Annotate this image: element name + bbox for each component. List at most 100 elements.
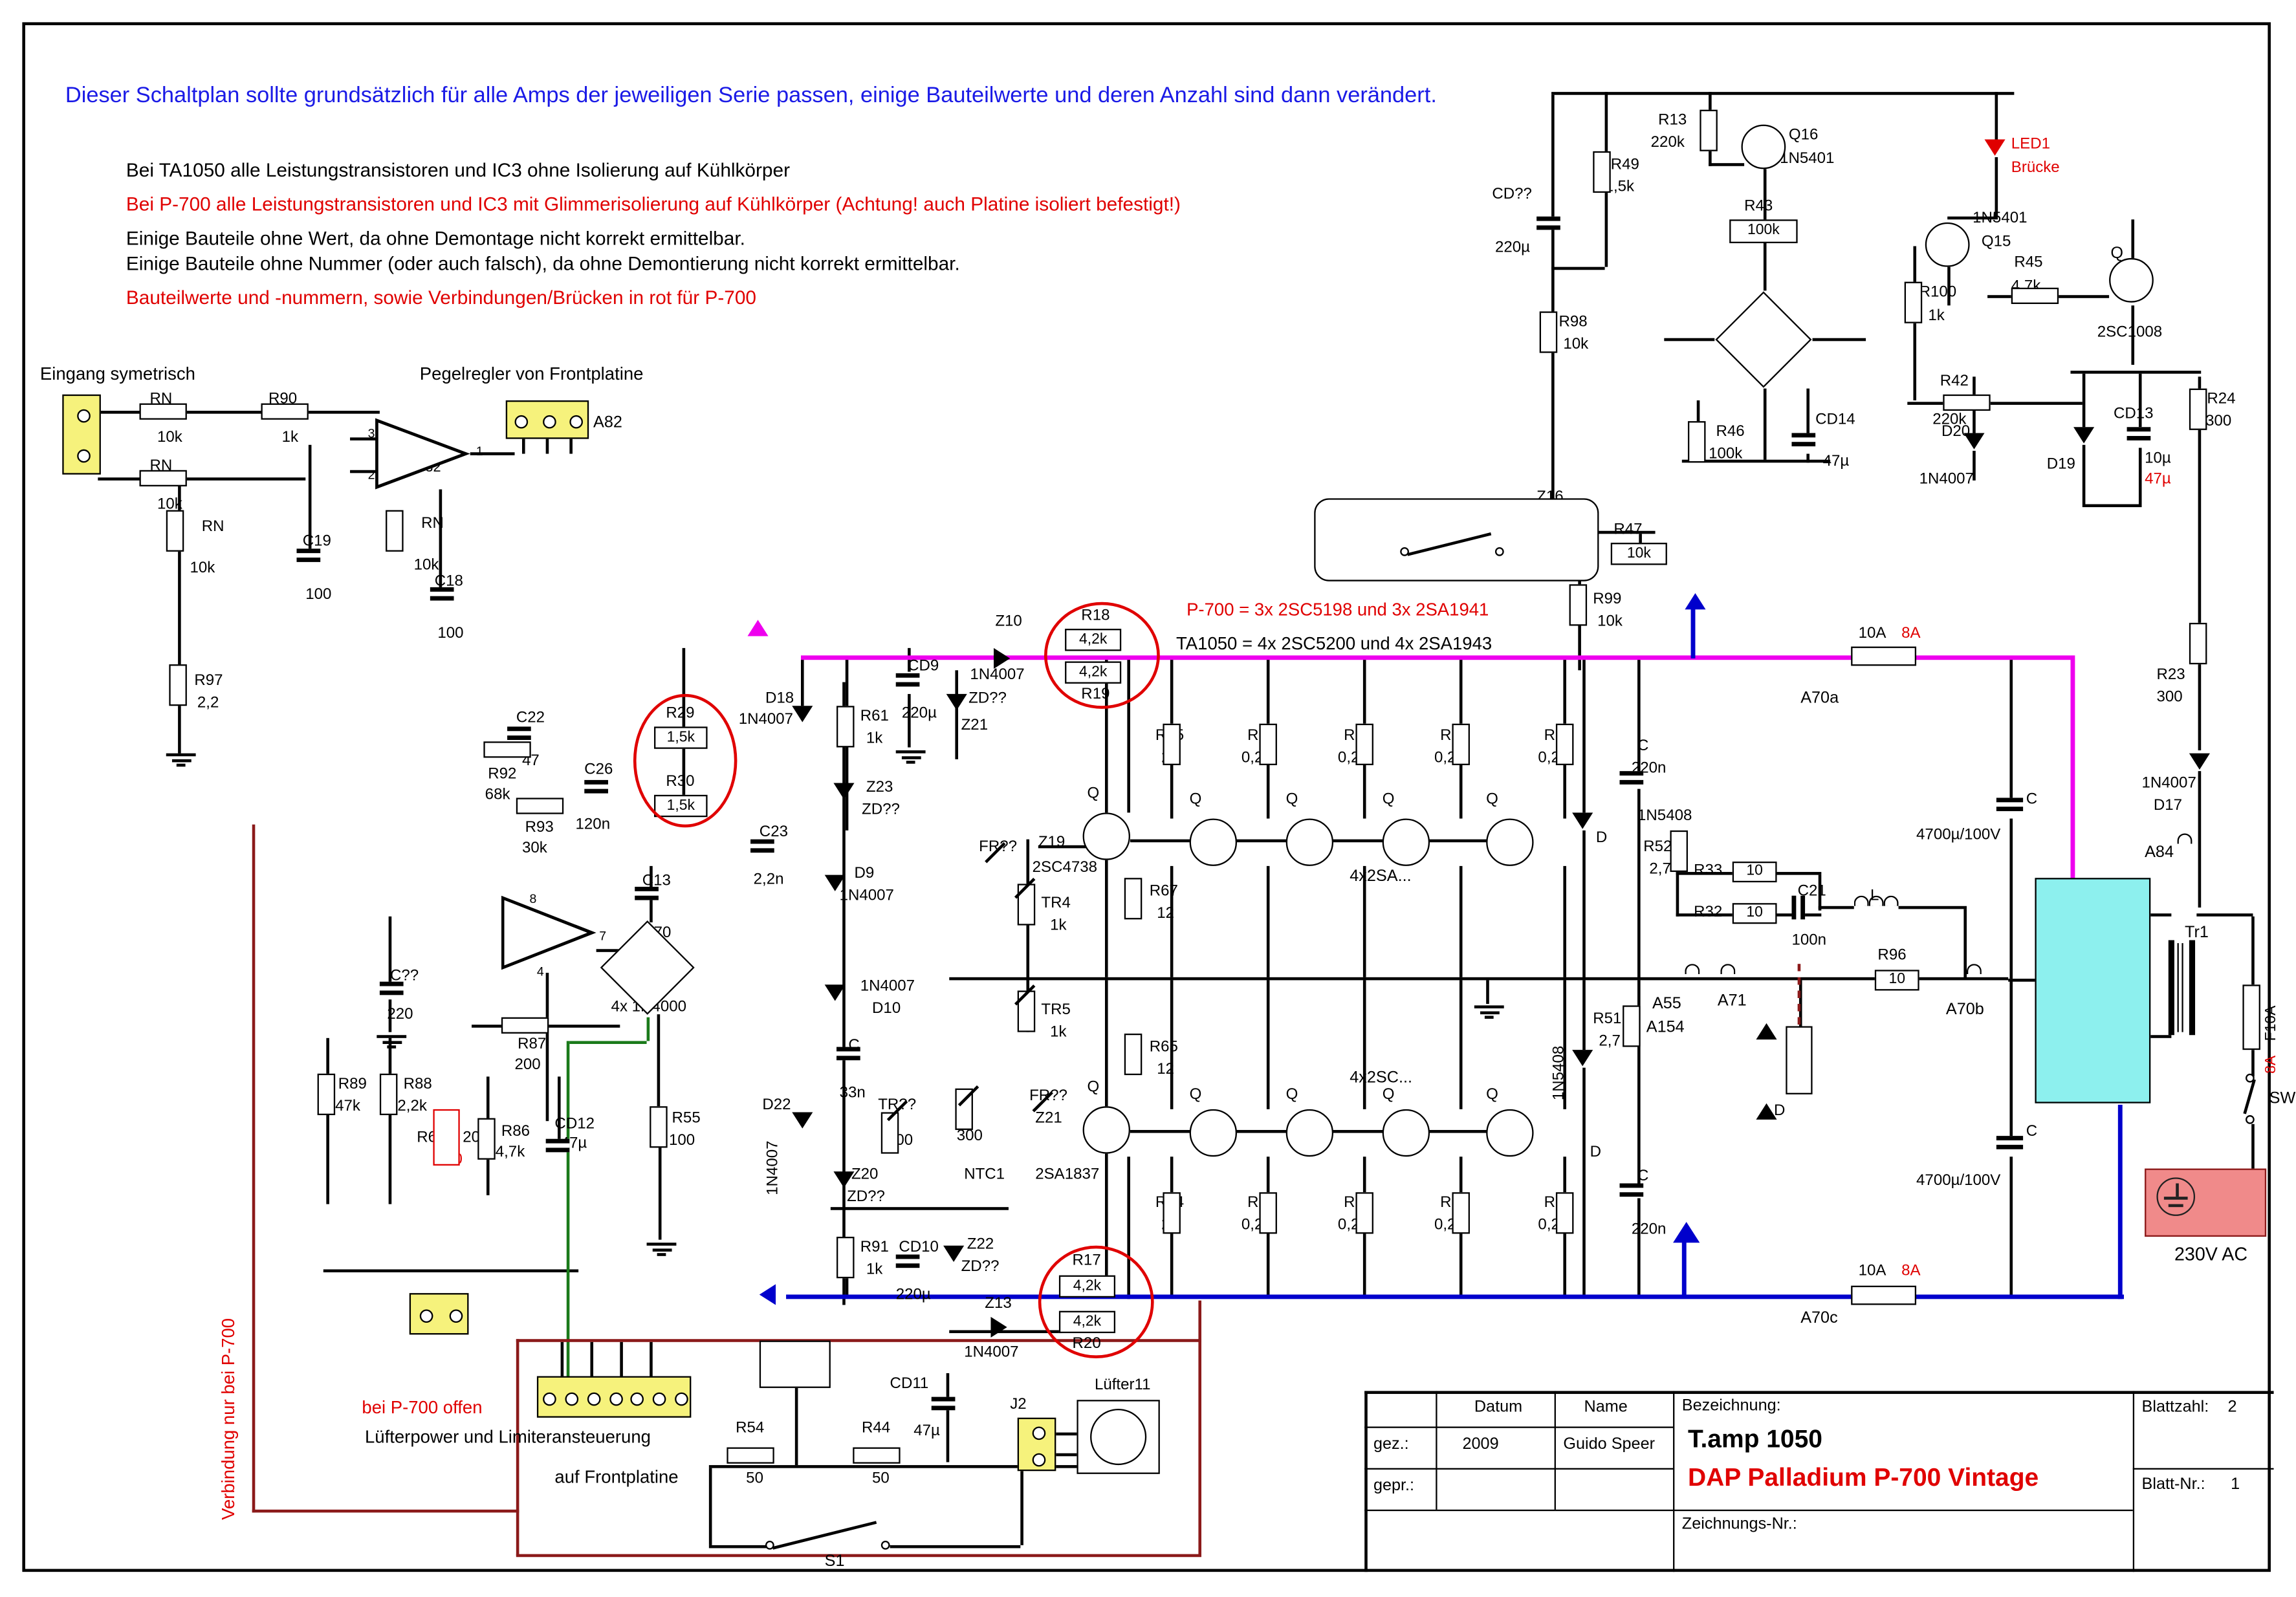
schematic-label: R98	[1558, 312, 1588, 331]
wire	[1266, 865, 1270, 977]
schematic-label: R24	[2207, 389, 2236, 408]
schematic-label: C22	[516, 708, 545, 727]
component-box	[1851, 646, 1917, 666]
schematic-label: 1k	[866, 729, 883, 748]
wire	[1987, 295, 2011, 298]
wire	[1604, 92, 1608, 155]
wire	[1104, 657, 1108, 813]
wire	[1104, 980, 1108, 1107]
wire	[1362, 1157, 1366, 1193]
wire	[1696, 400, 1700, 422]
schematic-label: 47µ	[913, 1422, 940, 1440]
wire	[2251, 916, 2255, 985]
schematic-label: Bei P-700 alle Leistungstransistoren und…	[126, 193, 1181, 215]
connector-pin	[1031, 1426, 1045, 1439]
schematic-label: A84	[2145, 843, 2174, 862]
wire	[326, 1038, 329, 1204]
schematic-label: Z19	[1038, 833, 1066, 851]
wire	[1709, 92, 1712, 113]
titleblock-line	[1364, 1468, 1674, 1470]
wire	[830, 1207, 1009, 1210]
wire	[545, 439, 549, 454]
wire	[955, 670, 959, 759]
schematic-label: 10k	[157, 428, 182, 447]
schematic-label: A70c	[1800, 1309, 1838, 1327]
schematic-label: Q16	[1788, 125, 1819, 144]
switch-blade	[2243, 1079, 2256, 1114]
ground-bar	[651, 1248, 672, 1252]
ground-bar	[901, 756, 921, 759]
component-box	[2035, 878, 2151, 1103]
ground-bar	[176, 763, 186, 767]
capacitor	[895, 673, 920, 687]
transistor	[1486, 1109, 1534, 1157]
wire	[2189, 940, 2196, 1036]
capacitor	[545, 1138, 570, 1153]
wire	[1709, 151, 1712, 166]
schematic-label: 3	[367, 425, 375, 440]
schematic-label: 220µ	[901, 704, 937, 722]
titleblock-blattzahl-label: Blattzahl:	[2141, 1398, 2209, 1417]
wire	[658, 1147, 662, 1240]
earth-bar	[2163, 1197, 2188, 1200]
wire	[1806, 453, 1809, 463]
schematic-label: 220µ	[895, 1285, 931, 1304]
resistor	[1163, 1192, 1181, 1234]
schematic-label: 30k	[521, 839, 547, 858]
schematic-label: C23	[759, 823, 788, 841]
wire	[1990, 402, 2083, 405]
connector-pin	[653, 1391, 666, 1406]
wire	[558, 1076, 561, 1142]
schematic-label: C??	[389, 966, 419, 985]
schematic-label: TA1050 = 4x 2SC5200 und 4x 2SA1943	[1176, 633, 1492, 655]
schematic-label: A71	[1717, 992, 1747, 1010]
transistor	[2109, 257, 2154, 303]
schematic-label: Q	[1285, 1085, 1298, 1103]
wire	[1563, 980, 1566, 1109]
schematic-label: A82	[593, 413, 622, 432]
wire	[1362, 980, 1366, 1109]
wire	[1664, 338, 1715, 342]
connector-pin	[76, 409, 90, 423]
diode-arrow-icon	[2189, 753, 2210, 770]
value-box: 100k	[1729, 219, 1798, 243]
wire	[1637, 1198, 1641, 1296]
wire	[470, 452, 515, 455]
transistor	[1382, 1109, 1430, 1157]
wire	[2251, 1050, 2255, 1077]
schematic-label: C	[1637, 737, 1649, 755]
wire	[1763, 388, 1767, 460]
schematic-label: R43	[1744, 197, 1773, 215]
wire	[786, 1294, 2125, 1299]
wire	[646, 1017, 650, 1041]
diode-arrow-icon	[833, 1171, 855, 1188]
resistor	[1593, 151, 1611, 193]
wire	[1362, 1233, 1366, 1296]
schematic-label: D	[1595, 829, 1608, 847]
wire	[1170, 657, 1174, 724]
resistor	[1670, 830, 1688, 873]
bridge-rectifier-icon	[599, 919, 694, 1014]
schematic-label: Lüfterpower und Limiteransteuerung	[364, 1426, 651, 1448]
wire	[1973, 450, 1976, 481]
schematic-label: 4x2SA...	[1350, 867, 1412, 885]
coil-bump	[2177, 833, 2192, 844]
wire	[1266, 657, 1270, 724]
schematic-label: 100	[305, 585, 332, 604]
resistor	[139, 470, 187, 486]
resistor	[139, 403, 187, 420]
schematic-label: R100	[1919, 283, 1957, 301]
schematic-label: 4	[536, 964, 544, 979]
bridge-square	[599, 919, 694, 1014]
schematic-label: C21	[1797, 882, 1826, 900]
transistor	[1189, 1109, 1238, 1157]
wire	[1362, 657, 1366, 724]
wire	[1563, 657, 1566, 724]
schematic-label: S1	[824, 1552, 845, 1570]
schematic-label: R46	[1716, 422, 1745, 440]
component-box	[2242, 984, 2260, 1050]
resistor	[2189, 622, 2207, 665]
schematic-label: R91	[860, 1238, 889, 1256]
schematic-label: C13	[642, 872, 671, 890]
